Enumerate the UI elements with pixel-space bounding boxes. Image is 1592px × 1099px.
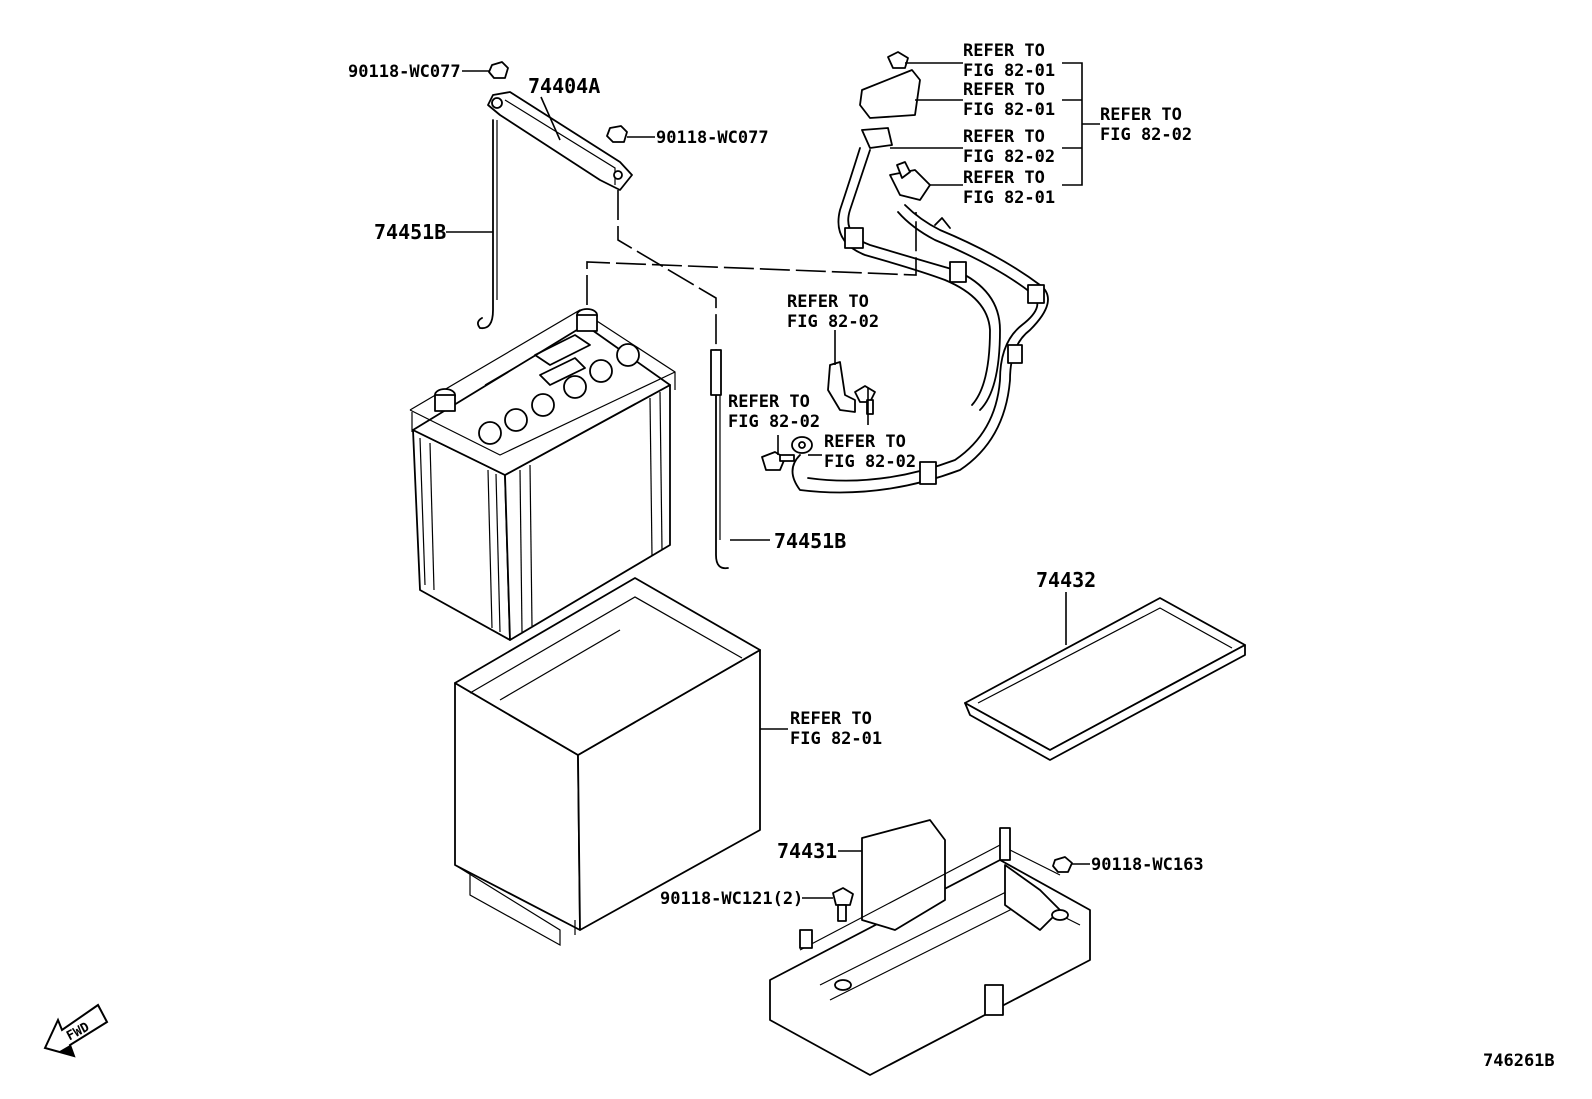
svg-text:FIG 82-01: FIG 82-01 — [790, 729, 882, 749]
svg-text:FIG 82-02: FIG 82-02 — [728, 412, 820, 432]
svg-text:FIG 82-01: FIG 82-01 — [963, 61, 1055, 81]
battery-carrier — [769, 819, 1091, 1076]
refer-note-cable-c: REFER TO FIG 82-02 — [963, 127, 1055, 167]
refer-note-cable-a: REFER TO FIG 82-01 — [963, 41, 1055, 81]
label-rod-left: 74451B — [374, 220, 446, 244]
battery-case — [454, 577, 761, 947]
label-carrier: 74431 — [777, 839, 837, 863]
svg-text:FIG 82-01: FIG 82-01 — [963, 188, 1055, 208]
fwd-arrow-icon: FWD — [43, 1003, 109, 1058]
svg-text:REFER TO: REFER TO — [963, 41, 1045, 61]
refer-note-bracket: REFER TO FIG 82-02 — [787, 292, 879, 332]
svg-text:FIG 82-02: FIG 82-02 — [787, 312, 879, 332]
svg-text:REFER TO: REFER TO — [963, 127, 1045, 147]
svg-text:REFER TO: REFER TO — [963, 80, 1045, 100]
refer-note-cable-b: REFER TO FIG 82-01 — [963, 80, 1055, 120]
svg-text:FIG 82-02: FIG 82-02 — [824, 452, 916, 472]
label-nut-top-left: 90118-WC077 — [348, 62, 461, 82]
svg-text:REFER TO: REFER TO — [787, 292, 869, 312]
label-nut-clamp: 90118-WC077 — [656, 128, 769, 148]
label-rod-right: 74451B — [774, 529, 846, 553]
svg-text:REFER TO: REFER TO — [963, 168, 1045, 188]
label-nut-carrier: 90118-WC163 — [1091, 855, 1204, 875]
svg-text:REFER TO: REFER TO — [824, 432, 906, 452]
nut-icon — [488, 61, 628, 143]
label-bolt-carrier: 90118-WC121(2) — [660, 889, 803, 909]
svg-text:FIG 82-02: FIG 82-02 — [1100, 125, 1192, 145]
refer-note-cable-d: REFER TO FIG 82-01 — [963, 168, 1055, 208]
refer-note-case: REFER TO FIG 82-01 — [790, 709, 882, 749]
hold-down-rod-right — [710, 349, 729, 570]
svg-text:FIG 82-01: FIG 82-01 — [963, 100, 1055, 120]
tray — [964, 597, 1246, 761]
refer-note-group: REFER TO FIG 82-02 — [1100, 105, 1192, 145]
label-clamp: 74404A — [528, 74, 600, 98]
svg-text:REFER TO: REFER TO — [1100, 105, 1182, 125]
figure-code: 746261B — [1483, 1051, 1555, 1071]
svg-text:FIG 82-02: FIG 82-02 — [963, 147, 1055, 167]
hold-down-rod-left — [477, 119, 498, 330]
refer-note-bolt: REFER TO FIG 82-02 — [728, 392, 820, 432]
svg-text:REFER TO: REFER TO — [728, 392, 810, 412]
clamp — [487, 91, 633, 191]
svg-text:REFER TO: REFER TO — [790, 709, 872, 729]
refer-note-terminal: REFER TO FIG 82-02 — [824, 432, 916, 472]
battery — [409, 308, 676, 641]
battery-cable — [761, 51, 1049, 494]
leader-lines — [446, 62, 1100, 899]
label-tray: 74432 — [1036, 568, 1096, 592]
